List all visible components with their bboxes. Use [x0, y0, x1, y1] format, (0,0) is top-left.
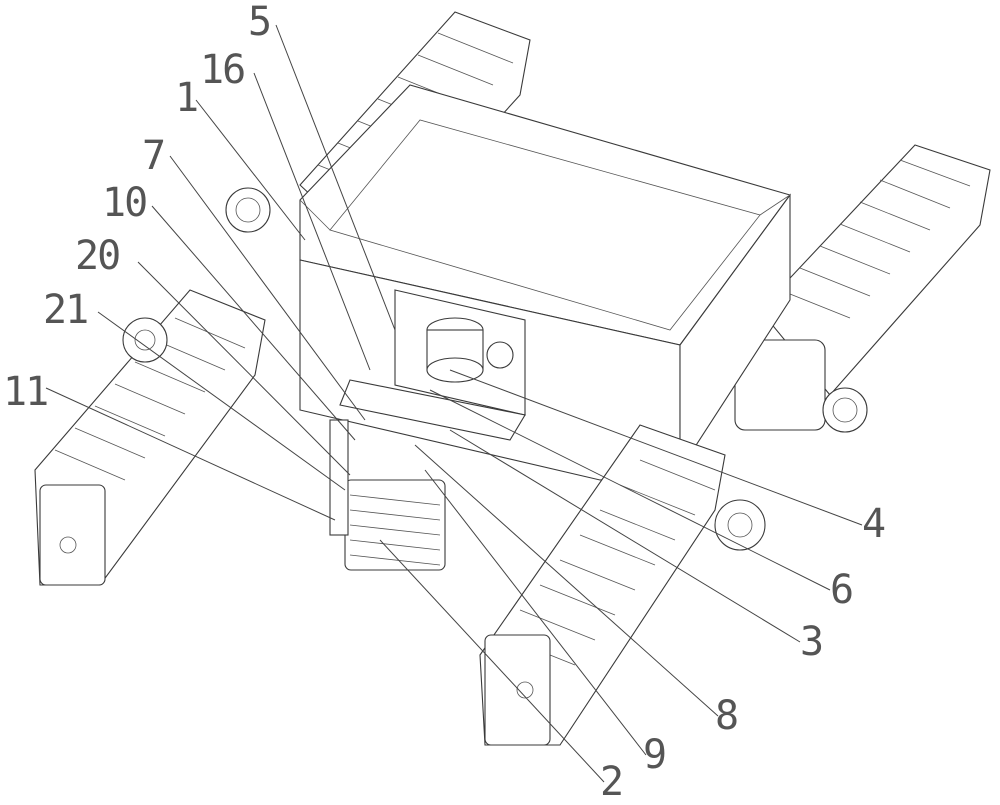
callout-2: 2 [600, 759, 624, 805]
callout-16: 16 [200, 47, 246, 93]
callout-3: 3 [800, 619, 824, 665]
callout-1: 1 [175, 75, 199, 121]
callout-4: 4 [862, 501, 886, 547]
track-front-left [34, 289, 266, 586]
main-body [299, 84, 791, 481]
callout-11: 11 [3, 369, 49, 415]
callout-20: 20 [75, 233, 121, 279]
callout-8: 8 [715, 693, 739, 739]
motor-assembly [329, 289, 526, 571]
leader-lines [45, 24, 863, 783]
track-rear-right [734, 144, 991, 433]
callout-21: 21 [43, 287, 89, 333]
callout-7: 7 [142, 133, 166, 179]
callout-5: 5 [248, 0, 272, 45]
track-front-right [479, 424, 766, 746]
callout-10: 10 [102, 180, 148, 226]
callout-9: 9 [643, 732, 667, 778]
callout-6: 6 [830, 567, 854, 613]
